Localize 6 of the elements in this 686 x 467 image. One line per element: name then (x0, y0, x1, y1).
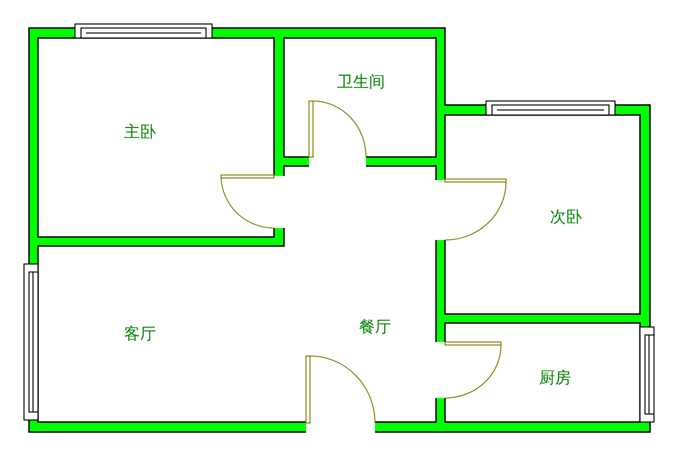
room-label: 厨房 (539, 369, 571, 387)
room-label: 主卧 (124, 123, 156, 141)
room-label: 餐厅 (359, 318, 391, 336)
room-label: 次卧 (550, 208, 582, 226)
room-label: 客厅 (124, 325, 156, 343)
room-label: 卫生间 (337, 73, 385, 91)
